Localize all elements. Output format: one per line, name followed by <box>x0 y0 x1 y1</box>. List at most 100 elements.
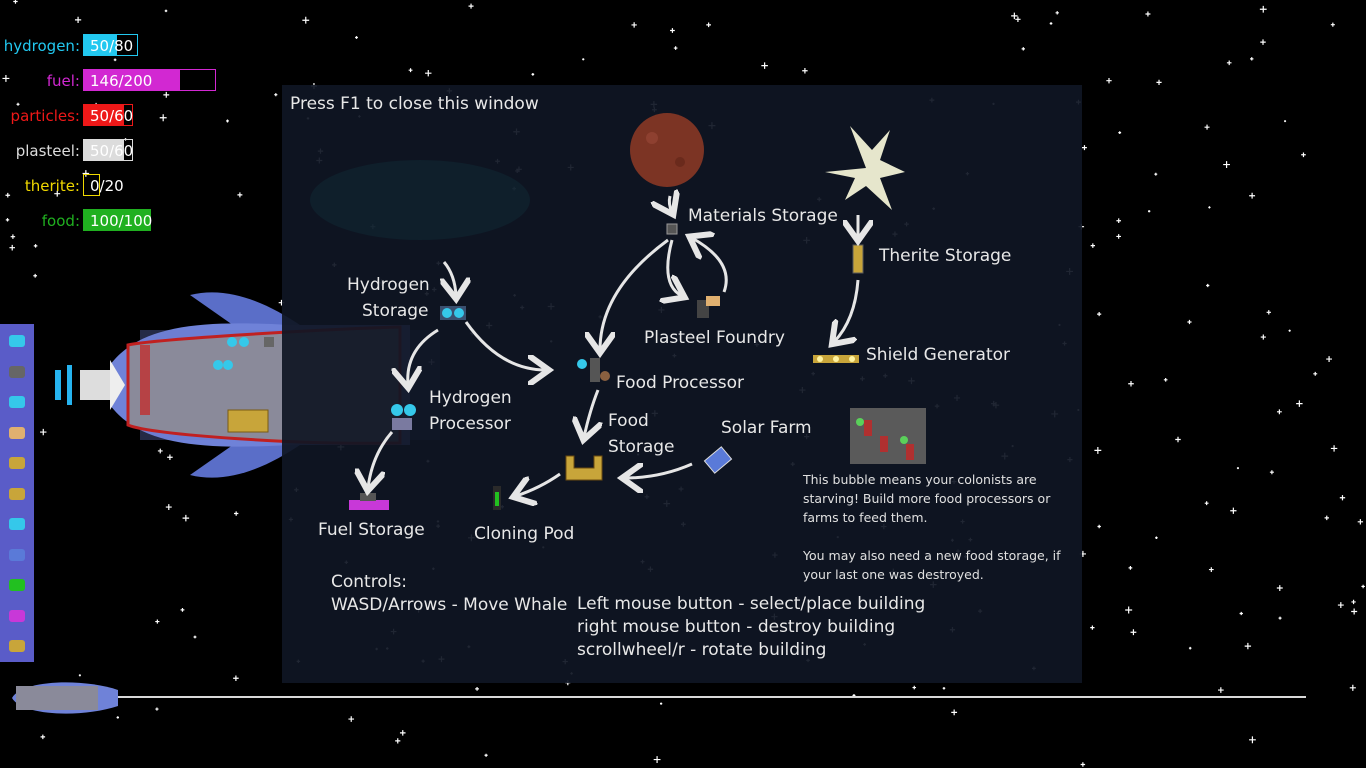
star <box>1236 467 1239 470</box>
star <box>237 192 243 198</box>
star <box>1226 60 1232 66</box>
star <box>659 702 663 705</box>
star <box>1021 47 1025 51</box>
resource-label: hydrogen: <box>3 37 80 55</box>
star <box>1330 445 1338 452</box>
hydrogen-processor-icon[interactable] <box>1 387 33 419</box>
star <box>1269 470 1274 475</box>
star <box>670 28 675 33</box>
star <box>1055 11 1059 15</box>
label-cloning-pod: Cloning Pod <box>474 524 575 544</box>
resource-bar <box>83 69 216 91</box>
star <box>706 22 711 28</box>
star <box>1015 16 1021 22</box>
star <box>78 674 81 677</box>
star <box>1163 378 1168 382</box>
food-processor-icon[interactable] <box>1 509 33 541</box>
resource-row: particles: 50/60 <box>0 104 230 128</box>
star <box>1116 218 1122 224</box>
therite-storage-icon[interactable] <box>1 448 33 480</box>
star <box>631 22 637 28</box>
hydrogen-storage-icon[interactable] <box>1 326 33 358</box>
star <box>13 0 18 4</box>
resource-bar-fill <box>84 140 124 160</box>
star <box>942 687 946 690</box>
star <box>1116 234 1122 239</box>
star <box>348 716 355 722</box>
label-fuel-storage: Fuel Storage <box>318 520 425 540</box>
star <box>1090 243 1096 248</box>
label-hydrogen-processor-1: Hydrogen <box>429 388 512 408</box>
fuel-storage-icon[interactable] <box>1 601 33 633</box>
star <box>1250 57 1254 61</box>
cloning-pod-icon[interactable] <box>1 570 33 602</box>
star <box>1208 567 1214 572</box>
star <box>163 91 170 98</box>
star <box>157 448 163 454</box>
resource-row: fuel:146/200 <box>0 69 230 93</box>
label-food-processor: Food Processor <box>616 373 745 393</box>
solar-farm-icon[interactable] <box>1 540 33 572</box>
resource-bar-fill <box>84 105 124 125</box>
star <box>1324 515 1329 521</box>
resource-value: 0/20 <box>90 177 124 195</box>
star <box>40 428 47 436</box>
star <box>531 73 535 76</box>
resource-row: therite:0/20 <box>0 174 230 198</box>
star <box>951 709 958 716</box>
label-hydrogen-storage-1: Hydrogen <box>347 275 430 295</box>
star <box>1244 642 1252 650</box>
star <box>1204 124 1210 130</box>
plasteel-foundry-icon[interactable] <box>1 418 33 450</box>
star <box>182 514 190 522</box>
shield-generator-icon[interactable] <box>1 631 33 663</box>
star <box>155 619 160 624</box>
star <box>302 16 310 24</box>
resource-row: food:100/100 <box>0 209 230 233</box>
resource-bar <box>83 104 133 126</box>
materials-storage-icon[interactable] <box>1 357 33 389</box>
star <box>82 170 90 177</box>
star <box>9 244 15 251</box>
resource-bar <box>83 174 100 196</box>
star <box>10 234 16 239</box>
star <box>468 3 474 9</box>
star <box>159 114 167 122</box>
controls-move: WASD/Arrows - Move Whale <box>331 595 568 615</box>
building-sidebar[interactable] <box>0 324 34 662</box>
star <box>1330 22 1335 27</box>
food-storage-icon[interactable] <box>1 479 33 511</box>
star <box>233 675 239 682</box>
star <box>274 93 278 97</box>
label-shield-generator: Shield Generator <box>866 345 1010 365</box>
star <box>165 504 172 511</box>
star <box>408 68 413 73</box>
star <box>155 707 159 711</box>
star <box>2 74 10 82</box>
star <box>1130 629 1137 636</box>
star <box>1206 283 1210 288</box>
star <box>1155 536 1158 540</box>
star <box>802 68 808 74</box>
resource-value: 146/200 <box>90 72 153 90</box>
controls-right-mouse: right mouse button - destroy building <box>577 617 896 637</box>
help-window[interactable]: Press F1 to close this window Materials … <box>282 85 1082 683</box>
star <box>1156 79 1162 85</box>
star <box>1106 78 1112 84</box>
star <box>1326 356 1332 362</box>
star <box>1301 152 1306 158</box>
label-plasteel-foundry: Plasteel Foundry <box>644 328 785 348</box>
star <box>1049 22 1053 25</box>
star <box>1260 334 1266 340</box>
star <box>1249 192 1256 199</box>
resource-bar-fill <box>84 70 180 90</box>
resource-label: particles: <box>10 107 80 125</box>
star <box>1278 616 1282 620</box>
star <box>1349 684 1356 691</box>
star <box>1218 687 1224 693</box>
star <box>1351 608 1358 615</box>
resource-value: 50/60 <box>90 107 134 125</box>
star <box>484 753 488 757</box>
label-hydrogen-storage-2: Storage <box>362 301 429 321</box>
star <box>1249 736 1256 744</box>
